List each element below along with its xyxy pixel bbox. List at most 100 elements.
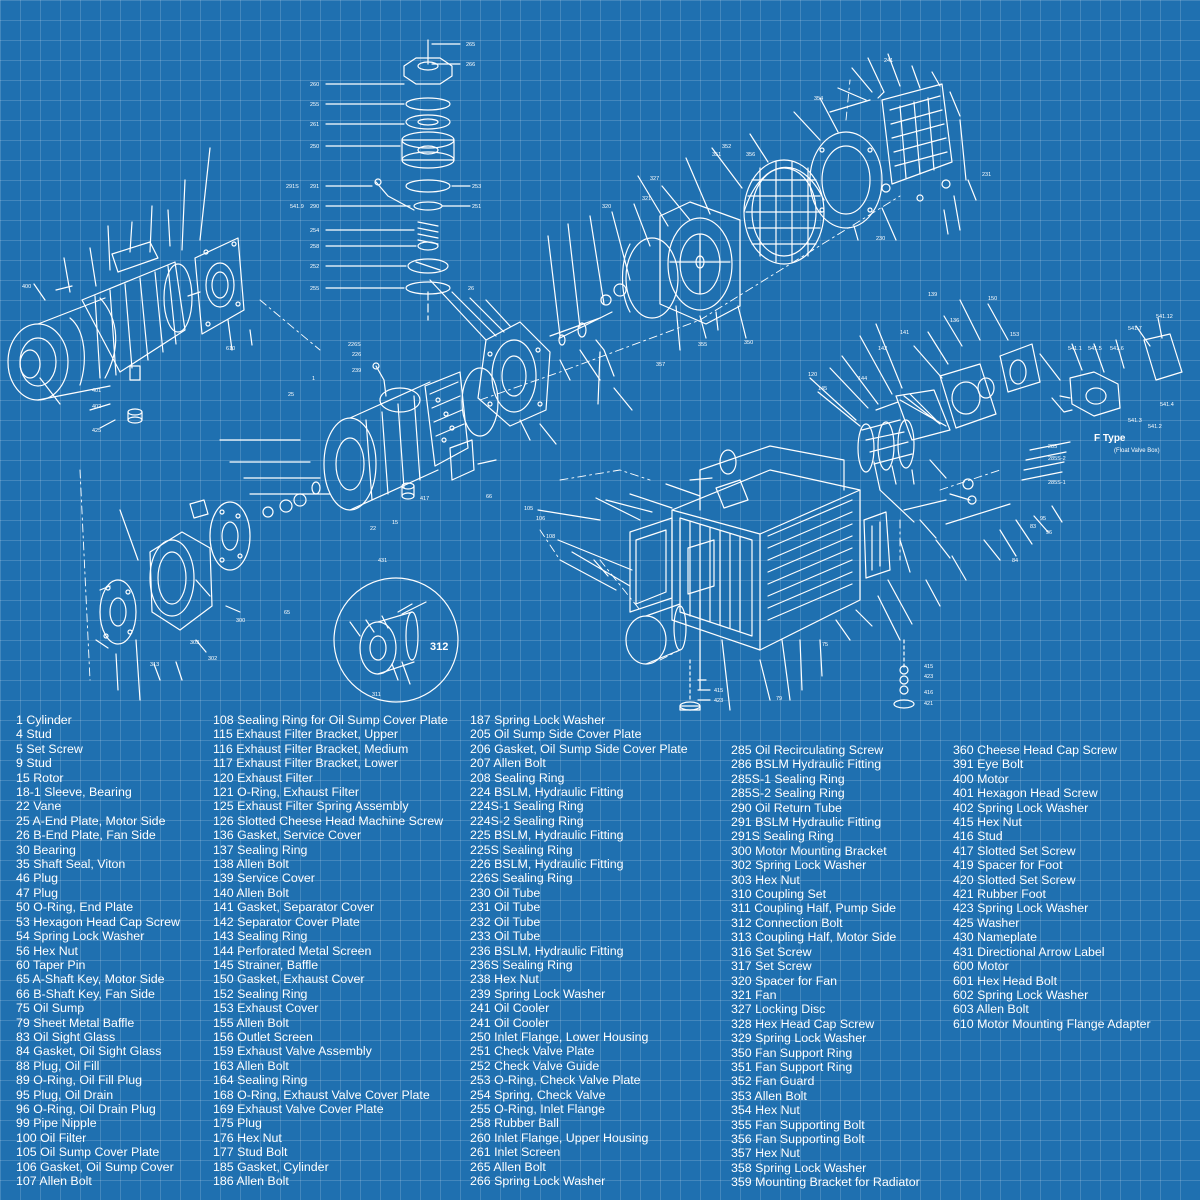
label-54112: 541.12	[1156, 314, 1173, 320]
label-26: 26	[468, 286, 474, 292]
part-list-item: 391 Eye Bolt	[953, 757, 1024, 772]
label-79: 79	[776, 696, 782, 702]
motor-assembly	[7, 237, 245, 429]
label-139: 139	[928, 292, 937, 298]
label-350: 350	[744, 340, 753, 346]
part-list-item: 177 Stud Bolt	[213, 1145, 288, 1160]
part-list-item: 316 Set Screw	[731, 944, 812, 959]
part-list-item: 83 Oil Sight Glass	[16, 1029, 116, 1044]
label-356: 356	[746, 152, 755, 158]
part-list-item: 241 Oil Cooler	[470, 1015, 550, 1030]
part-list-item: 9 Stud	[16, 756, 52, 771]
label-302: 302	[208, 656, 217, 662]
part-list-item: 47 Plug	[16, 885, 59, 900]
label-425: 425	[92, 428, 101, 434]
part-list-item: 65 A-Shaft Key, Motor Side	[16, 972, 165, 987]
label-285s2: 285S-2	[1048, 456, 1066, 462]
part-list-item: 54 Spring Lock Washer	[16, 929, 145, 944]
label-106: 106	[536, 516, 545, 522]
part-list-item: 53 Hexagon Head Cap Screw	[16, 914, 180, 929]
part-list-item: 5 Set Screw	[16, 741, 83, 756]
part-list-item: 402 Spring Lock Washer	[953, 800, 1089, 815]
label-303: 303	[190, 640, 199, 646]
label-320: 320	[602, 204, 611, 210]
part-list-item: 351 Fan Support Ring	[731, 1059, 853, 1074]
part-list-item: 96 O-Ring, Oil Drain Plug	[16, 1101, 156, 1116]
label-136: 136	[950, 318, 959, 324]
part-list-item: 423 Spring Lock Washer	[953, 901, 1089, 916]
part-list-item: 126 Slotted Cheese Head Machine Screw	[213, 813, 444, 828]
label-66: 66	[486, 494, 492, 500]
part-list-item: 313 Coupling Half, Motor Side	[731, 930, 897, 945]
part-list-item: 360 Cheese Head Cap Screw	[953, 743, 1117, 757]
label-290: 290	[310, 204, 319, 210]
part-list-item: 159 Exhaust Valve Assembly	[213, 1044, 372, 1059]
part-list-item: 121 O-Ring, Exhaust Filter	[213, 785, 359, 800]
label-255a: 255	[310, 102, 319, 108]
part-list-item: 99 Pipe Nipple	[16, 1116, 97, 1131]
part-list-item: 142 Separator Cover Plate	[213, 914, 360, 929]
part-list-item: 291S Sealing Ring	[731, 829, 834, 844]
part-list-item: 120 Exhaust Filter	[213, 770, 313, 785]
part-list-item: 420 Slotted Set Screw	[953, 872, 1076, 887]
label-352: 352	[722, 144, 731, 150]
label-431: 431	[378, 558, 387, 564]
label-75: 75	[822, 642, 828, 648]
part-list-item: 431 Directional Arrow Label	[953, 944, 1105, 959]
part-list-item: 4 Stud	[16, 727, 52, 742]
part-list-item: 153 Exhaust Cover	[213, 1001, 319, 1016]
part-list-item: 155 Allen Bolt	[213, 1015, 289, 1030]
part-list-item: 175 Plug	[213, 1116, 262, 1131]
part-list-item: 137 Sealing Ring	[213, 842, 308, 857]
fan-side-assembly	[558, 83, 967, 346]
part-list-item: 138 Allen Bolt	[213, 857, 289, 872]
label-355: 355	[698, 342, 707, 348]
label-5419: 541.9	[290, 204, 304, 210]
part-list-item: 401 Hexagon Head Screw	[953, 786, 1098, 801]
part-list-item: 321 Fan	[731, 987, 777, 1002]
part-list-item: 251 Check Valve Plate	[470, 1044, 595, 1059]
part-list-item: 169 Exhaust Valve Cover Plate	[213, 1101, 384, 1116]
label-423-left: 423	[714, 698, 723, 704]
part-list-item: 108 Sealing Ring for Oil Sump Cover Plat…	[213, 713, 448, 727]
label-83: 83	[1030, 524, 1036, 530]
label-145: 145	[818, 386, 827, 392]
part-list-item: 610 Motor Mounting Flange Adapter	[953, 1016, 1151, 1031]
part-list-item: 88 Plug, Oil Fill	[16, 1058, 100, 1073]
label-255b: 255	[310, 286, 319, 292]
part-list-item: 303 Hex Nut	[731, 872, 800, 887]
label-400: 400	[22, 284, 31, 290]
cylinder-block	[323, 362, 497, 511]
label-84: 84	[1012, 558, 1018, 564]
label-141: 141	[900, 330, 909, 336]
label-252: 252	[310, 264, 319, 270]
label-226: 226	[352, 352, 361, 358]
part-list-item: 15 Rotor	[16, 770, 64, 785]
part-list-item: 285S-1 Sealing Ring	[731, 771, 845, 786]
part-list-item: 415 Hex Nut	[953, 815, 1022, 830]
label-253: 253	[472, 184, 481, 190]
part-list-item: 144 Perforated Metal Screen	[213, 943, 372, 958]
part-list-item: 116 Exhaust Filter Bracket, Medium	[213, 741, 409, 756]
part-list-item: 140 Allen Bolt	[213, 885, 289, 900]
part-list-item: 208 Sealing Ring	[470, 770, 565, 785]
part-list-item: 600 Motor	[953, 959, 1009, 974]
label-65: 65	[284, 610, 290, 616]
part-list-item: 25 A-End Plate, Motor Side	[16, 813, 166, 828]
label-1: 1	[312, 376, 315, 382]
part-list-item: 100 Oil Filter	[16, 1130, 87, 1145]
part-list-item: 145 Strainer, Baffle	[213, 957, 319, 972]
label-120: 120	[808, 372, 817, 378]
part-list-item: 286 BSLM Hydraulic Fitting	[731, 757, 882, 772]
part-list-item: 241 Oil Cooler	[470, 1001, 550, 1016]
part-list-item: 261 Inlet Screen	[470, 1145, 561, 1160]
part-list-item: 185 Gasket, Cylinder	[213, 1159, 329, 1174]
part-list-item: 207 Allen Bolt	[470, 756, 546, 771]
part-list-item: 317 Set Screw	[731, 959, 812, 974]
part-list-item: 75 Oil Sump	[16, 1001, 85, 1016]
part-list-item: 60 Taper Pin	[16, 957, 86, 972]
part-list-item: 117 Exhaust Filter Bracket, Lower	[213, 756, 399, 771]
part-list-item: 50 O-Ring, End Plate	[16, 900, 134, 915]
